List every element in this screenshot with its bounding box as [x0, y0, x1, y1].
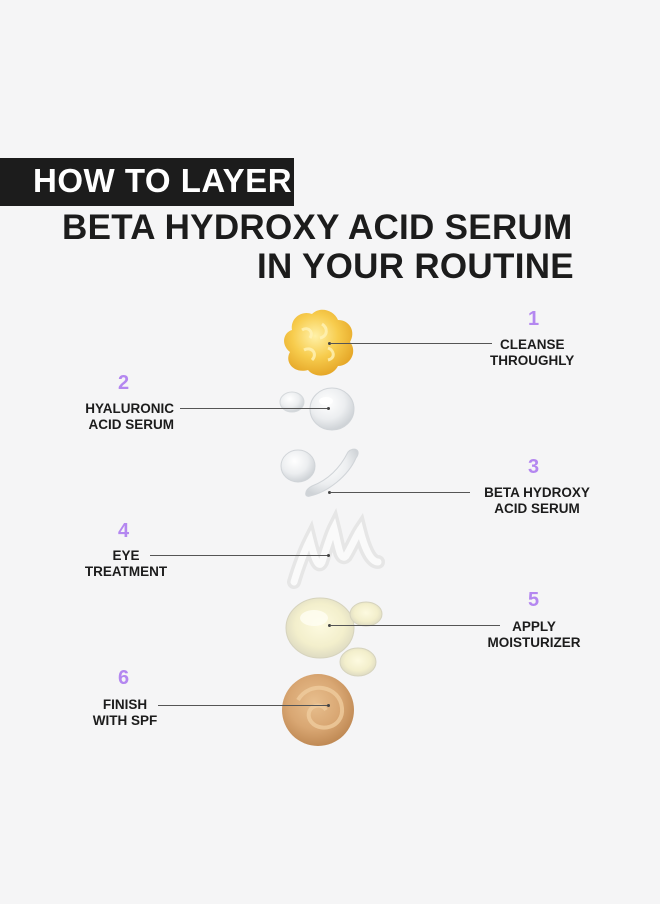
step-5-label-line1: APPLY — [512, 619, 556, 634]
clear-serum-swipe-swatch — [280, 448, 359, 497]
headline-line-1: BETA HYDROXY ACID SERUM — [62, 208, 573, 247]
step-4-label: EYE TREATMENT — [80, 548, 172, 580]
step-5-leader-line — [330, 625, 500, 626]
step-6-label: FINISH WITH SPF — [86, 697, 164, 729]
step-3-number: 3 — [528, 456, 540, 478]
step-1-label-line2: THROUGHLY — [490, 353, 575, 368]
step-5-label: APPLY MOISTURIZER — [482, 619, 586, 651]
step-2-label-line1: HYALURONIC — [85, 401, 174, 416]
title-tag: HOW TO LAYER — [0, 158, 294, 206]
step-6-pointer-dot — [327, 704, 330, 707]
white-cream-swirl-swatch — [287, 507, 385, 589]
step-3-label: BETA HYDROXY ACID SERUM — [479, 485, 595, 517]
step-4-label-line1: EYE — [112, 548, 140, 563]
step-4-pointer-dot — [327, 554, 330, 557]
textures-illustration — [279, 309, 385, 746]
step-2-pointer-dot — [327, 407, 330, 410]
step-1-label: CLEANSE THROUGHLY — [490, 337, 574, 369]
tinted-spf-swirl-swatch — [282, 674, 354, 746]
step-6-label-line2: WITH SPF — [92, 713, 158, 728]
step-6-number: 6 — [118, 667, 130, 689]
step-5-pointer-dot — [328, 624, 331, 627]
step-5-number: 5 — [528, 589, 540, 611]
headline-line-2: IN YOUR ROUTINE — [257, 247, 574, 286]
step-1-leader-line — [330, 343, 492, 344]
cream-dollops-swatch — [285, 597, 383, 677]
step-2-label-line2: ACID SERUM — [88, 417, 174, 432]
step-1-number: 1 — [528, 308, 540, 330]
yellow-gel-cleanser-swatch — [284, 309, 354, 376]
step-3-label-line1: BETA HYDROXY — [484, 485, 590, 500]
step-2-label: HYALURONIC ACID SERUM — [76, 401, 174, 433]
step-6-leader-line — [158, 705, 328, 706]
step-4-label-line2: TREATMENT — [84, 564, 168, 579]
step-2-number: 2 — [118, 372, 130, 394]
step-1-pointer-dot — [328, 342, 331, 345]
step-6-label-line1: FINISH — [102, 697, 148, 712]
step-3-label-line2: ACID SERUM — [494, 501, 580, 516]
step-2-leader-line — [180, 408, 328, 409]
step-5-label-line2: MOISTURIZER — [487, 635, 581, 650]
step-4-leader-line — [150, 555, 328, 556]
step-1-label-line1: CLEANSE — [500, 337, 565, 352]
step-4-number: 4 — [118, 520, 130, 542]
step-3-pointer-dot — [328, 491, 331, 494]
step-3-leader-line — [330, 492, 470, 493]
clear-serum-drops-swatch — [279, 387, 355, 431]
title-tag-text: HOW TO LAYER — [33, 162, 293, 199]
